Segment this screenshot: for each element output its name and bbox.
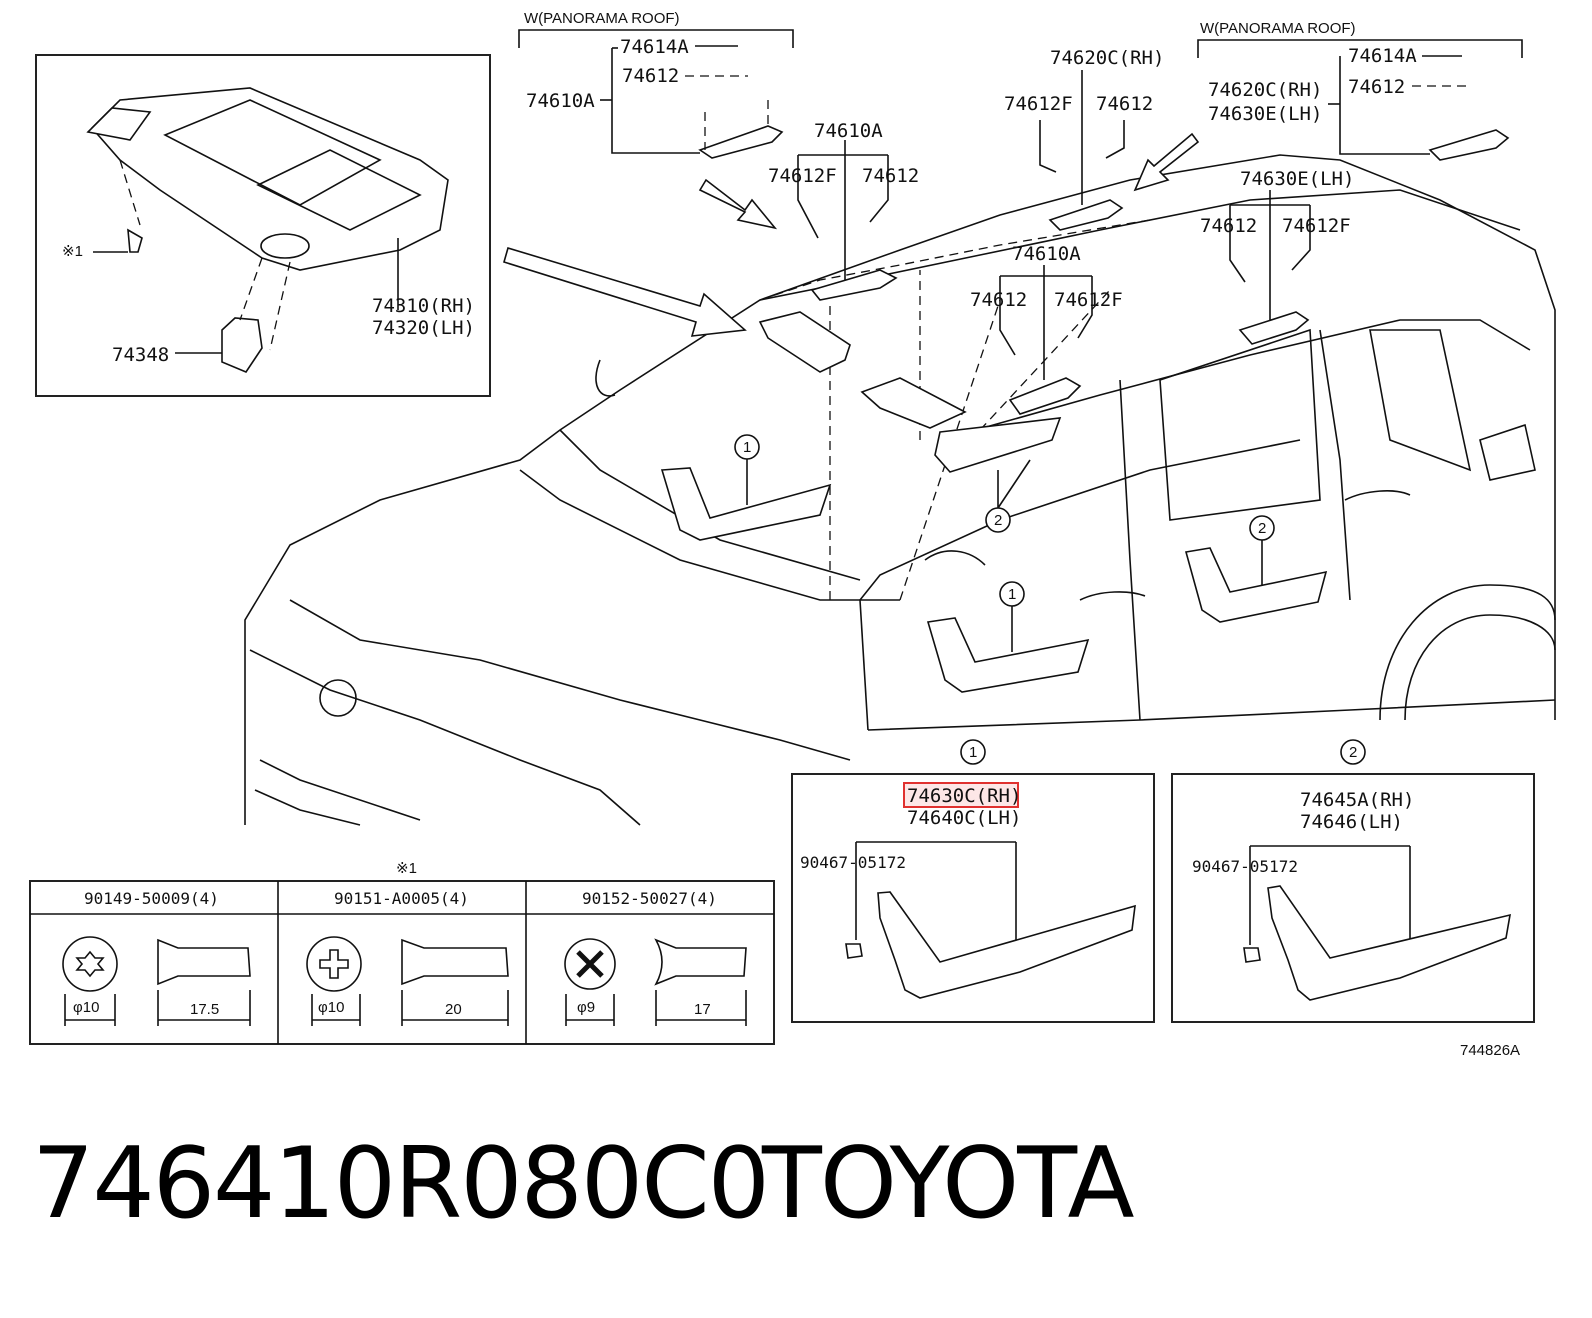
label-74612F-center2: 74612F	[1054, 289, 1123, 311]
assist-grip-left-panorama[interactable]	[698, 125, 784, 159]
assist-grip-center[interactable]	[1048, 199, 1124, 231]
label-74612-mid: 74612	[862, 165, 919, 187]
assist-grip-rear[interactable]	[1238, 311, 1310, 345]
label-74612-center: 74612	[1096, 93, 1153, 115]
label-74612-right: 74612	[1348, 76, 1405, 98]
screw-table	[29, 880, 775, 1045]
label-74610A-left: 74610A	[526, 90, 595, 112]
detail-1-armrest[interactable]	[877, 891, 1136, 999]
screw-2-body	[401, 938, 509, 986]
label-74612-right2: 74612	[1200, 215, 1257, 237]
detail-1-clip-part	[845, 943, 863, 959]
detail-2-armrest[interactable]	[1267, 885, 1511, 1001]
diagram-code: 744826A	[1460, 1042, 1520, 1059]
detail-1-number: 1	[969, 744, 977, 761]
detail-2-box	[1171, 773, 1535, 1023]
headliner-trim	[934, 417, 1062, 473]
car-body-outline	[244, 154, 1556, 825]
label-visor-holder: 74348	[112, 344, 169, 366]
detail-1-part-lh: 74640C(LH)	[907, 807, 1021, 829]
visor-screw	[127, 228, 143, 253]
screw-1-body	[157, 938, 251, 986]
screw-3-part: 90152-50027(4)	[582, 889, 717, 908]
screw-2-part: 90151-A0005(4)	[334, 889, 469, 908]
detail-2-clip-part	[1243, 947, 1261, 963]
visor-hinge	[86, 107, 152, 141]
rear-door-trim[interactable]	[1184, 547, 1328, 623]
label-visor-lh: 74320(LH)	[372, 317, 475, 339]
label-74614A-left: 74614A	[620, 36, 689, 58]
label-74612F-right2: 74612F	[1282, 215, 1351, 237]
front-door-trim[interactable]	[660, 467, 832, 541]
detail-2-part-rh: 74645A(RH)	[1300, 789, 1414, 811]
label-visor-rh: 74310(RH)	[372, 295, 475, 317]
callout-2b-text: 2	[1258, 520, 1266, 537]
detail-2-part-lh: 74646(LH)	[1300, 811, 1403, 833]
label-74612-left: 74612	[622, 65, 679, 87]
label-74612F-center: 74612F	[1004, 93, 1073, 115]
arrow-right	[1133, 132, 1200, 192]
detail-2-callout	[1340, 739, 1366, 765]
visor-mirror-lamp	[260, 233, 310, 259]
screw-3-length: 17	[694, 1001, 711, 1018]
label-74612F-mid: 74612F	[768, 165, 837, 187]
label-panorama-left: W(PANORAMA ROOF)	[524, 10, 680, 27]
label-visor-note: ※1	[62, 243, 83, 260]
detail-1-clip: 90467-05172	[800, 853, 906, 872]
assist-grip-front[interactable]	[1008, 377, 1082, 415]
part-number: 746410R080C0	[32, 1127, 770, 1241]
screw-1-part: 90149-50009(4)	[84, 889, 219, 908]
cross-head-icon	[564, 938, 616, 990]
label-74612-center2: 74612	[970, 289, 1027, 311]
detail-1-callout	[960, 739, 986, 765]
visor-holder-part[interactable]	[221, 317, 263, 373]
detail-1-box	[791, 773, 1155, 1023]
label-screw-note: ※1	[396, 860, 417, 877]
screw-3-diameter: φ9	[577, 999, 595, 1016]
arrow-left	[503, 246, 747, 337]
detail-2-clip: 90467-05172	[1192, 857, 1298, 876]
assist-grip-right-panorama[interactable]	[1428, 129, 1510, 161]
rear-door-trim-front[interactable]	[926, 617, 1090, 693]
screw-1-diameter: φ10	[73, 999, 99, 1016]
phillips-head-icon	[306, 936, 362, 992]
label-74620C-right: 74620C(RH)	[1208, 79, 1322, 101]
arrow-mid	[698, 178, 778, 230]
highlighted-part-box[interactable]	[903, 782, 1019, 808]
sun-visor-installed-lh[interactable]	[860, 377, 967, 429]
assist-grip-mid[interactable]	[810, 269, 898, 301]
detail-1-part-rh[interactable]: 74630C(RH)	[907, 785, 1021, 807]
label-74630E-right: 74630E(LH)	[1208, 103, 1322, 125]
label-74610A-center: 74610A	[1012, 243, 1081, 265]
callout-1a-text: 1	[743, 439, 751, 456]
callout-2a-text: 2	[994, 512, 1002, 529]
screw-3-body	[654, 938, 747, 986]
label-74614A-right: 74614A	[1348, 45, 1417, 67]
label-74620C-center: 74620C(RH)	[1050, 47, 1164, 69]
screw-2-diameter: φ10	[318, 999, 344, 1016]
label-74630E-center: 74630E(LH)	[1240, 168, 1354, 190]
torx-head-icon	[62, 936, 118, 992]
label-panorama-right: W(PANORAMA ROOF)	[1200, 20, 1356, 37]
visor-inset-box	[35, 54, 491, 397]
screw-2-length: 20	[445, 1001, 462, 1018]
screw-1-length: 17.5	[190, 1001, 219, 1018]
callout-1b-text: 1	[1008, 586, 1016, 603]
sun-visor-installed-rh[interactable]	[758, 311, 851, 373]
brand-name: TOYOTA	[762, 1127, 1135, 1241]
detail-2-number: 2	[1349, 744, 1357, 761]
label-74610A-mid: 74610A	[814, 120, 883, 142]
